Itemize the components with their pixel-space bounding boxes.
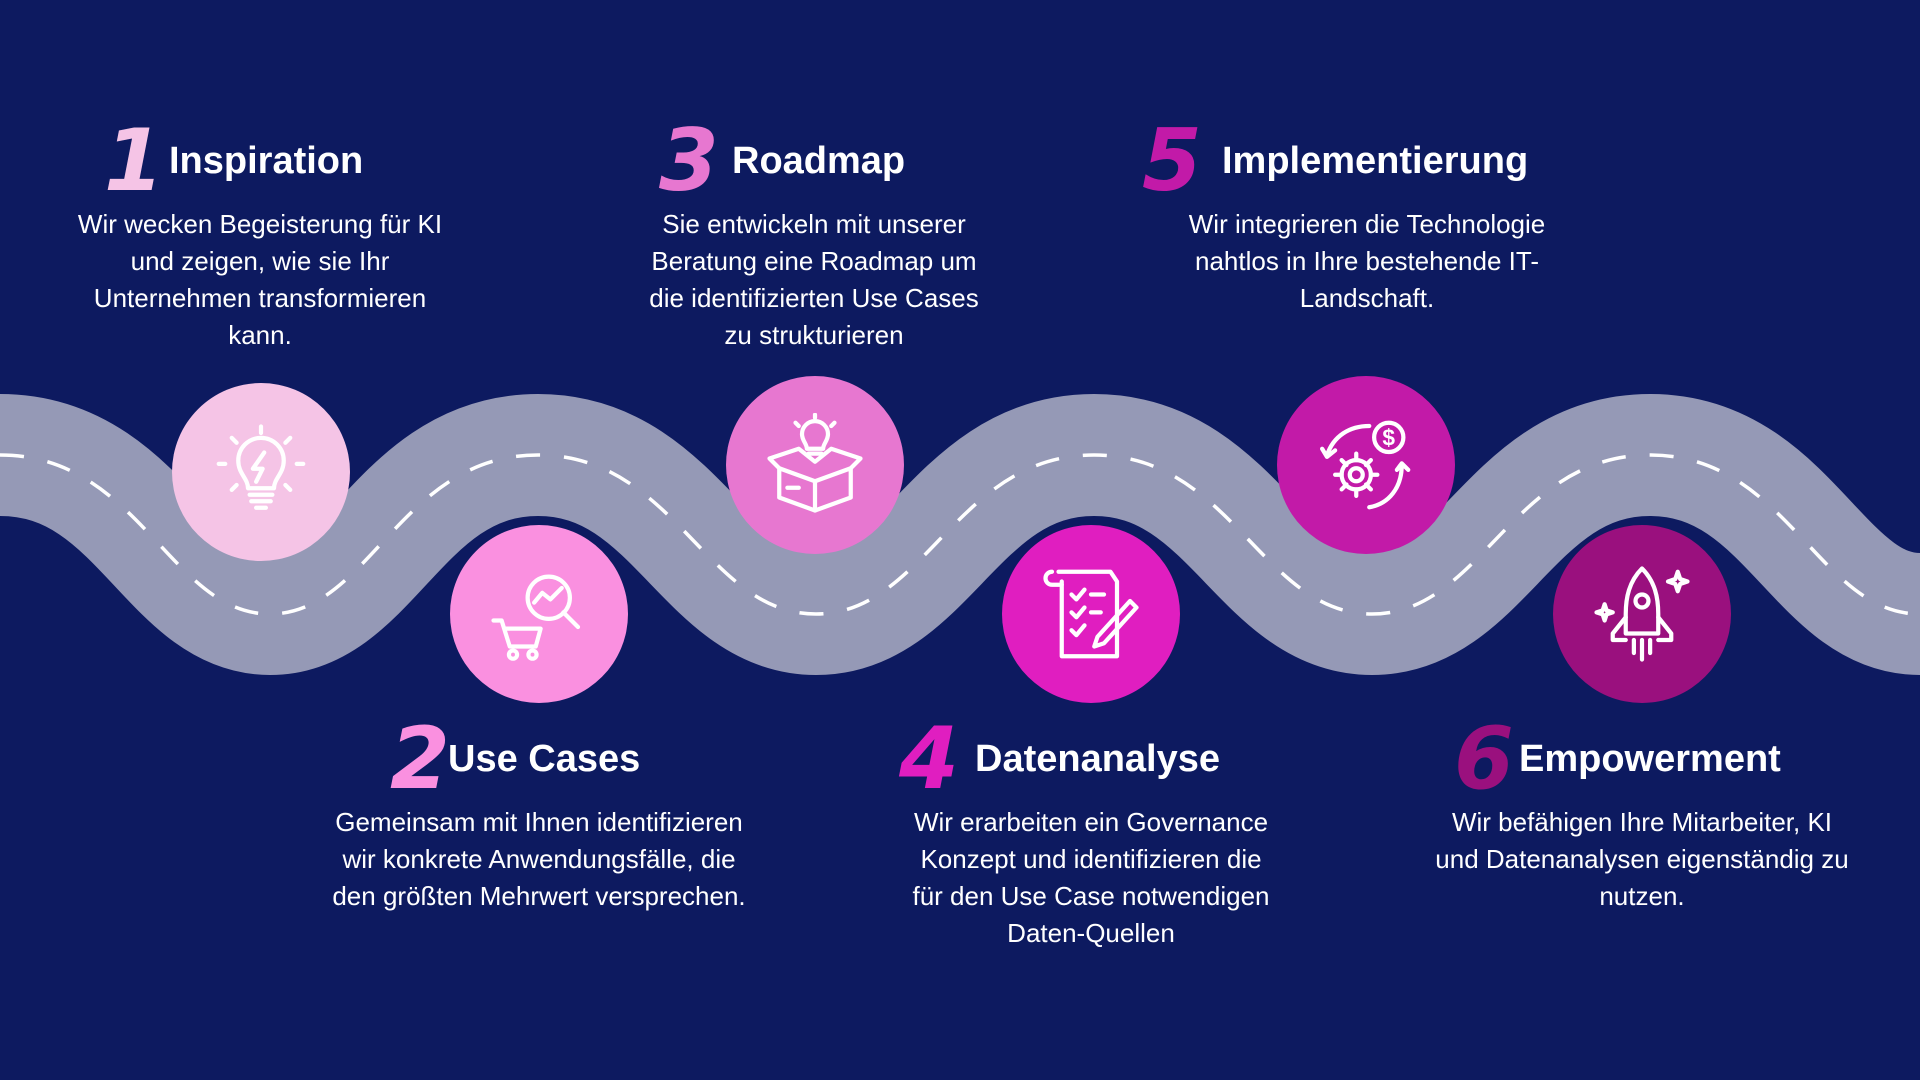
step-6: 6 Empowerment Wir befähigen Ihre Mitarbe… [1412, 714, 1872, 915]
step-6-title: Empowerment [1519, 738, 1781, 780]
step-1-number: 1 [104, 111, 164, 211]
step-2-description: Gemeinsam mit Ihnen identifizieren wir k… [332, 807, 746, 911]
road-surface [0, 393, 1920, 676]
step-3-number: 3 [659, 111, 719, 211]
step-4-title: Datenanalyse [975, 738, 1221, 780]
step-2-number: 2 [390, 709, 450, 809]
checklist-pen-icon [1043, 569, 1139, 659]
step-4-number: 4 [899, 709, 959, 809]
step-6-circle [1553, 525, 1731, 703]
step-1: 1 Inspiration Wir wecken Begeisterung fü… [30, 116, 490, 354]
step-2-circle [450, 525, 628, 703]
step-6-description: Wir befähigen Ihre Mitarbeiter, KI und D… [1435, 807, 1849, 911]
step-4-description: Wir erarbeiten ein Governance Konzept un… [912, 807, 1270, 948]
step-3-description: Sie entwickeln mit unserer Beratung eine… [649, 209, 979, 350]
rocket-icon [1594, 566, 1690, 662]
step-1-description: Wir wecken Begeisterung für KI und zeige… [77, 209, 443, 350]
step-5-title: Implementierung [1222, 140, 1529, 182]
idea-box-icon [767, 413, 863, 513]
step-1-title: Inspiration [169, 140, 364, 182]
step-5-description: Wir integrieren die Technologie nahtlos … [1188, 209, 1546, 313]
step-4-circle [1002, 525, 1180, 703]
step-3: 3 Roadmap Sie entwickeln mit unserer Ber… [584, 116, 1044, 354]
step-3-circle [726, 376, 904, 554]
step-5-number: 5 [1142, 111, 1202, 211]
svg-text:$: $ [1382, 425, 1395, 451]
gear-cycle-dollar-icon: $ [1320, 420, 1411, 510]
step-3-title: Roadmap [732, 140, 906, 182]
step-2: 2 Use Cases Gemeinsam mit Ihnen identifi… [309, 714, 769, 915]
step-5-circle: $ [1277, 376, 1455, 554]
step-2-title: Use Cases [448, 738, 641, 780]
cart-analytics-icon [491, 574, 581, 661]
lightbulb-icon [216, 424, 306, 510]
step-1-circle [172, 383, 350, 561]
step-5: 5 Implementierung Wir integrieren die Te… [1137, 116, 1597, 317]
step-6-number: 6 [1454, 709, 1514, 809]
step-4: 4 Datenanalyse Wir erarbeiten ein Govern… [861, 714, 1321, 952]
